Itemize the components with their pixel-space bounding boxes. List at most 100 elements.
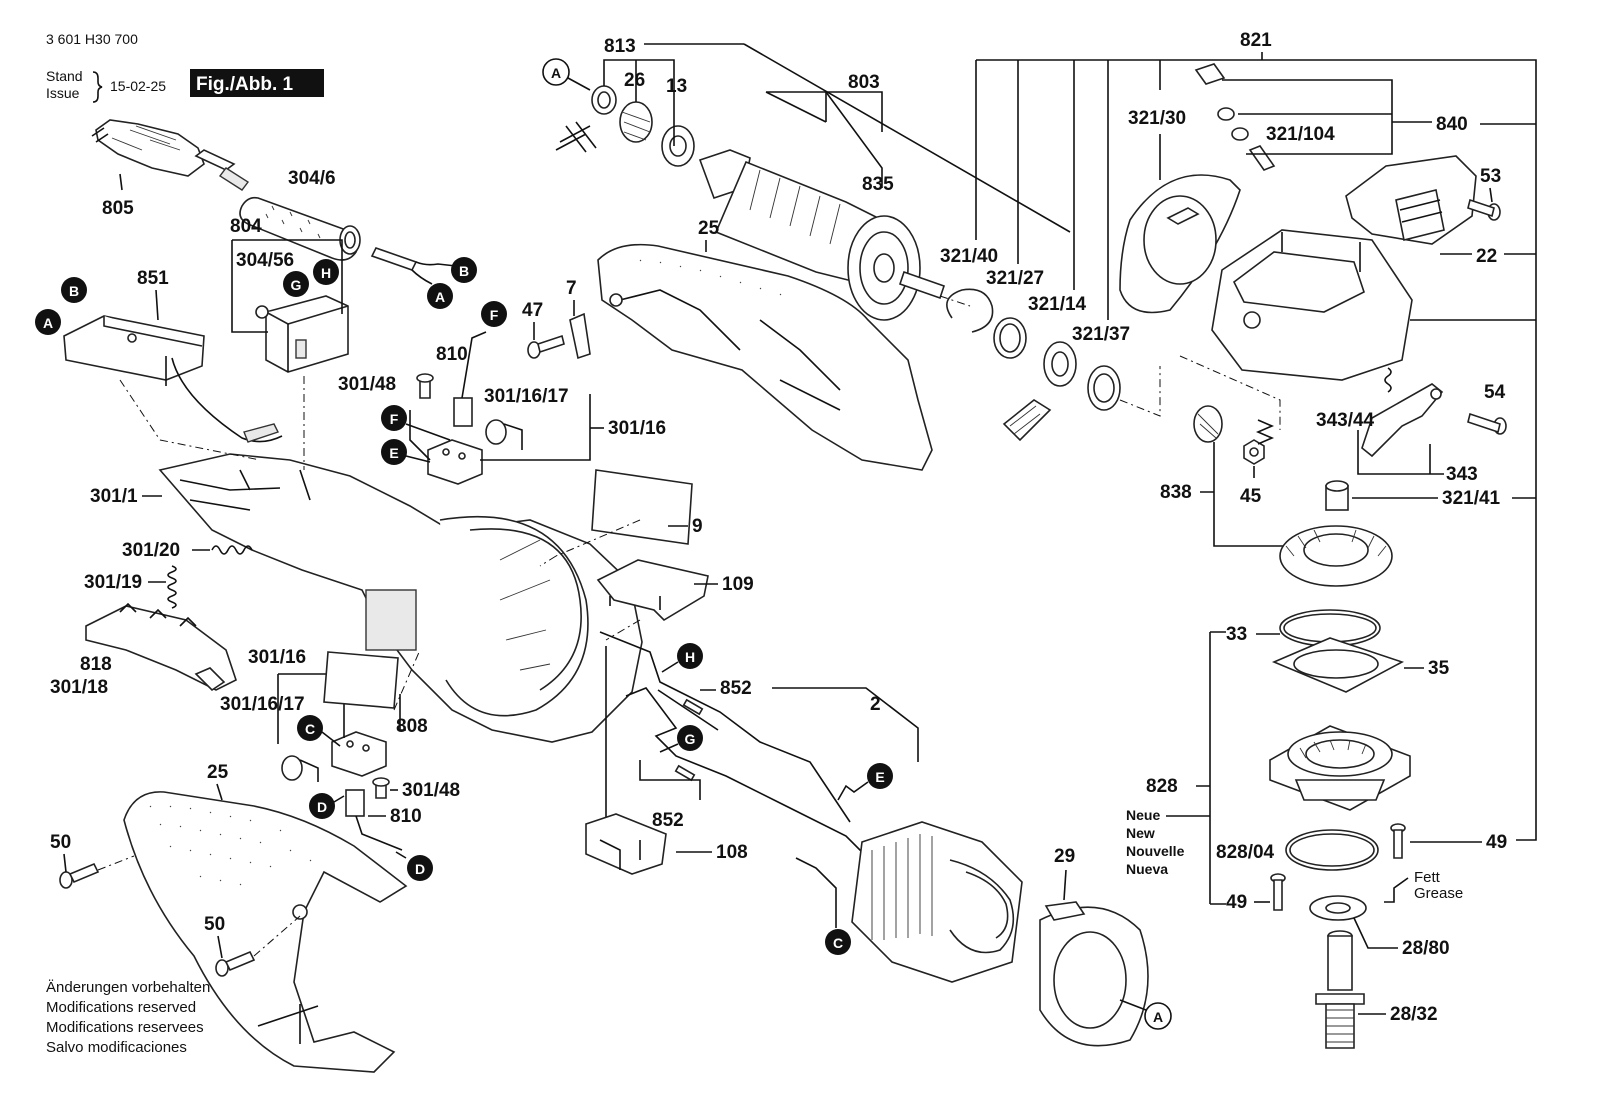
svg-text:D: D (415, 861, 425, 877)
dash-wires (605, 619, 641, 641)
label-828: 828 (1146, 776, 1178, 797)
new-label-de: Neue (1126, 807, 1160, 823)
brush-holder-lower (331, 731, 387, 777)
nut-45 (1243, 439, 1265, 465)
bracket-838 (1200, 442, 1286, 547)
label-803: 803 (848, 72, 880, 93)
screw-49-left (1270, 873, 1286, 911)
bracket-821 (976, 59, 1537, 841)
label-9: 9 (692, 516, 703, 537)
footer-note-en: Modifications reserved (46, 999, 196, 1016)
air-guide-109 (596, 559, 709, 622)
lock-button-parts (1194, 63, 1276, 171)
svg-text:B: B (459, 263, 469, 279)
svg-text:C: C (833, 935, 843, 951)
connector-f-holder: F (381, 405, 407, 431)
label-25-lower: 25 (207, 762, 229, 783)
dash-sheet (539, 555, 557, 567)
label-321-104: 321/104 (1266, 124, 1335, 145)
connector-f-brush: F (481, 301, 507, 327)
screw-50-b (215, 950, 256, 977)
handle-cover-25-lower (123, 791, 408, 1073)
label-47: 47 (522, 300, 543, 321)
connector-d-holder: D (309, 793, 335, 819)
bracket-2 (772, 687, 919, 762)
label-301-19: 301/19 (84, 572, 142, 593)
label-840: 840 (1436, 114, 1468, 135)
label-54: 54 (1484, 382, 1506, 403)
footer-note-fr: Modifications reservees (46, 1019, 204, 1036)
label-804: 804 (230, 216, 262, 237)
label-53: 53 (1480, 166, 1501, 187)
screw-49-right (1390, 823, 1406, 859)
label-343: 343 (1446, 464, 1478, 485)
label-835: 835 (862, 174, 894, 195)
label-sheet-9 (591, 469, 693, 545)
brush-spring-301-16-17-lower (281, 755, 319, 782)
retaining-ring-321-40 (946, 288, 994, 333)
electronics-module-851 (63, 315, 283, 443)
dash-851b (159, 439, 261, 461)
label-49-right: 49 (1486, 832, 1507, 853)
label-301-1: 301/1 (90, 486, 138, 507)
bracket-828-left (1196, 631, 1226, 905)
svg-text:A: A (43, 315, 53, 331)
svg-text:G: G (291, 277, 302, 293)
grease-label-en: Grease (1414, 885, 1463, 902)
label-35: 35 (1428, 658, 1450, 679)
label-301-16-upper: 301/16 (608, 418, 666, 439)
label-321-41: 321/41 (1442, 488, 1501, 509)
label-343-44: 343/44 (1316, 410, 1375, 431)
dash-seal (1119, 366, 1161, 417)
connector-h-wire: H (677, 643, 703, 669)
label-321-37: 321/37 (1072, 324, 1130, 345)
ring-321-27 (993, 317, 1027, 359)
label-26: 26 (624, 70, 645, 91)
label-301-48-lower: 301/48 (402, 780, 460, 801)
svg-text:E: E (389, 445, 398, 461)
label-813: 813 (604, 36, 636, 57)
gasket-35 (1271, 637, 1405, 693)
svg-text:G: G (685, 731, 696, 747)
bracket-301-16-upper (480, 394, 591, 461)
dash-50-a (97, 855, 135, 871)
label-13: 13 (666, 76, 687, 97)
label-7: 7 (566, 278, 577, 299)
bevel-gear (1279, 525, 1393, 587)
svg-text:F: F (390, 411, 399, 427)
grease-pointer (1384, 877, 1409, 903)
dash-851 (119, 379, 161, 441)
label-838: 838 (1160, 482, 1192, 503)
part-7 (569, 312, 591, 360)
dash-50-b (253, 915, 301, 957)
spindle-28-32 (1315, 930, 1365, 1049)
label-321-30: 321/30 (1128, 108, 1186, 129)
spring-clip (555, 121, 597, 153)
label-810-upper: 810 (436, 344, 468, 365)
bearing-flange-828 (1269, 725, 1411, 811)
connector-a-baffle: A (1144, 1002, 1172, 1030)
grease-label-de: Fett (1414, 869, 1441, 886)
wire-set-852 (599, 631, 887, 877)
label-45: 45 (1240, 486, 1262, 507)
connector-e-field: E (867, 763, 893, 789)
svg-text:B: B (69, 283, 79, 299)
connector-b-left: B (61, 277, 87, 303)
label-22: 22 (1476, 246, 1497, 267)
new-label-en: New (1126, 825, 1155, 841)
spring-301-20 (211, 545, 253, 555)
connector-d-brush: D (407, 855, 433, 881)
label-301-18: 301/18 (50, 677, 108, 698)
label-33: 33 (1226, 624, 1247, 645)
screw-53 (1467, 198, 1501, 221)
label-321-40: 321/40 (940, 246, 998, 267)
carbon-brush-810-upper (453, 331, 487, 427)
label-808: 808 (396, 716, 428, 737)
svg-text:A: A (551, 65, 561, 81)
svg-text:A: A (435, 289, 445, 305)
bracket-813 (603, 59, 675, 146)
label-25-upper: 25 (698, 218, 720, 239)
label-108: 108 (716, 842, 748, 863)
connector-a-top: A (542, 58, 570, 86)
label-28-80: 28/80 (1402, 938, 1450, 959)
